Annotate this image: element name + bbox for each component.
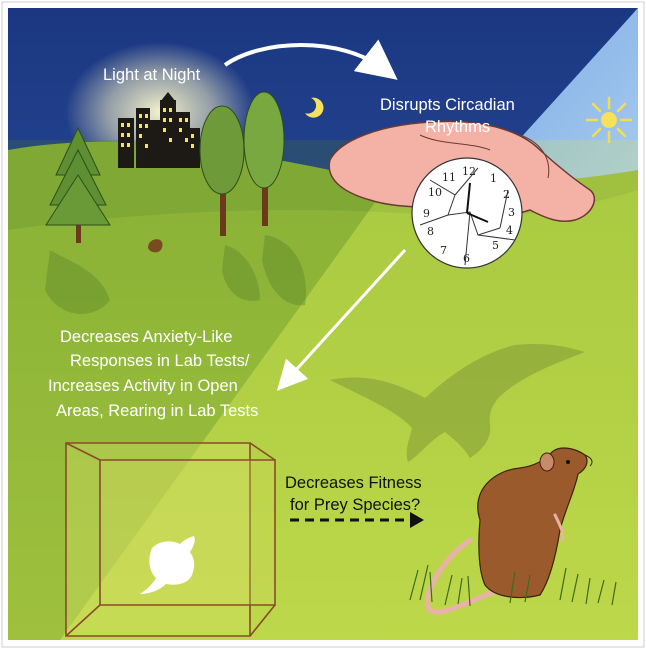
label-disrupts-line1: Disrupts Circadian [380, 96, 515, 114]
label-decreases-line3: Increases Activity in Open [48, 377, 238, 395]
clock-number-10: 10 [428, 186, 442, 199]
clock-number-11: 11 [442, 171, 456, 184]
sun-icon [587, 98, 631, 142]
clock-number-12: 12 [462, 165, 476, 178]
label-light-at-night: Light at Night [103, 66, 201, 84]
label-decreases-line4: Areas, Rearing in Lab Tests [56, 402, 258, 420]
label-fitness-line1: Decreases Fitness [285, 474, 422, 492]
open-field-box [66, 443, 275, 636]
label-disrupts-line2: Rhythms [425, 118, 490, 136]
label-fitness-line2: for Prey Species? [290, 496, 420, 514]
clock-number-2: 2 [503, 188, 510, 201]
clock-number-9: 9 [423, 207, 430, 220]
clock-number-4: 4 [506, 224, 513, 237]
clock-number-5: 5 [492, 239, 499, 252]
clock-number-6: 6 [463, 252, 470, 265]
clock-number-1: 1 [490, 172, 497, 185]
label-decreases-line2: Responses in Lab Tests/ [70, 352, 250, 370]
clock-number-8: 8 [427, 225, 434, 238]
clock-number-7: 7 [440, 244, 447, 257]
scene: 12 1 2 3 4 5 6 7 8 9 10 11 [8, 8, 638, 640]
clock-number-3: 3 [508, 206, 515, 219]
label-decreases-line1: Decreases Anxiety-Like [60, 328, 232, 346]
